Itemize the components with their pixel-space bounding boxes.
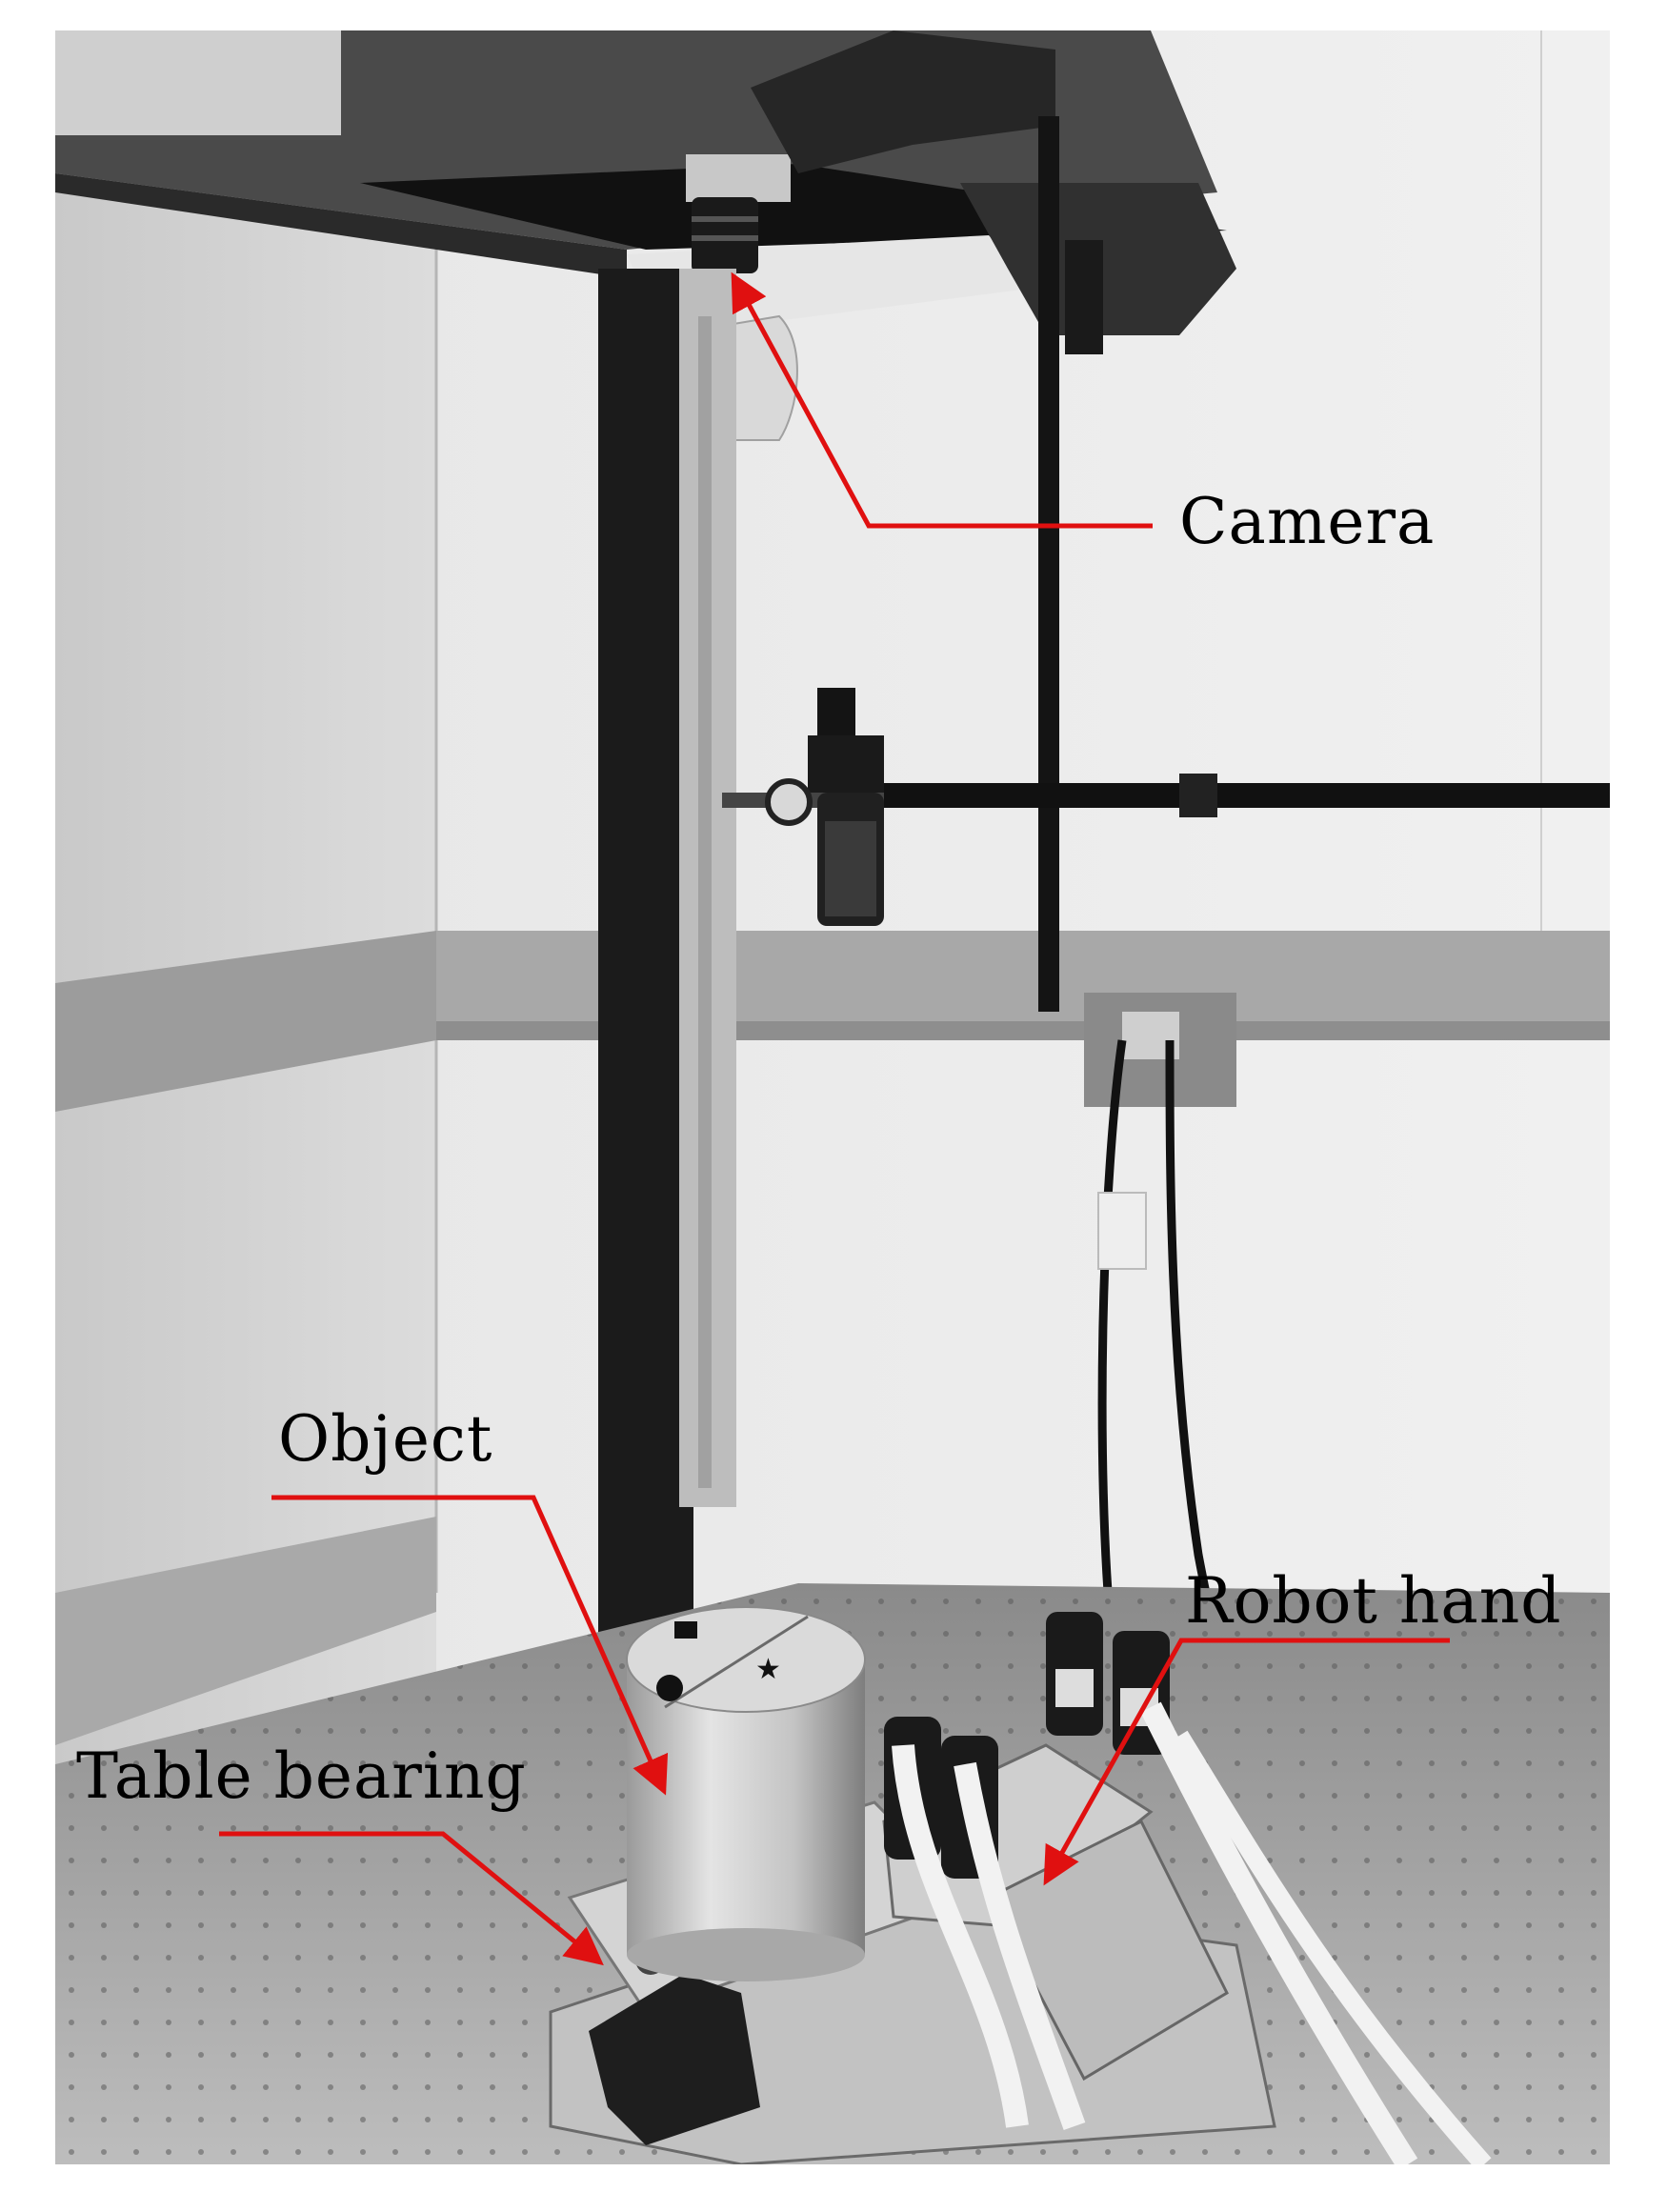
camera-device bbox=[686, 154, 791, 273]
cylinder-object: ★ bbox=[626, 1606, 866, 1981]
camera-label: Camera bbox=[1179, 485, 1436, 558]
vertical-post bbox=[598, 269, 736, 1640]
svg-text:★: ★ bbox=[755, 1653, 781, 1686]
robot-hand-label: Robot hand bbox=[1185, 1564, 1562, 1638]
air-regulator bbox=[722, 688, 1610, 926]
table-bearing-label: Table bearing bbox=[76, 1739, 527, 1813]
object-label: Object bbox=[278, 1402, 493, 1476]
lab-setup-photo: ★ bbox=[55, 30, 1610, 2164]
